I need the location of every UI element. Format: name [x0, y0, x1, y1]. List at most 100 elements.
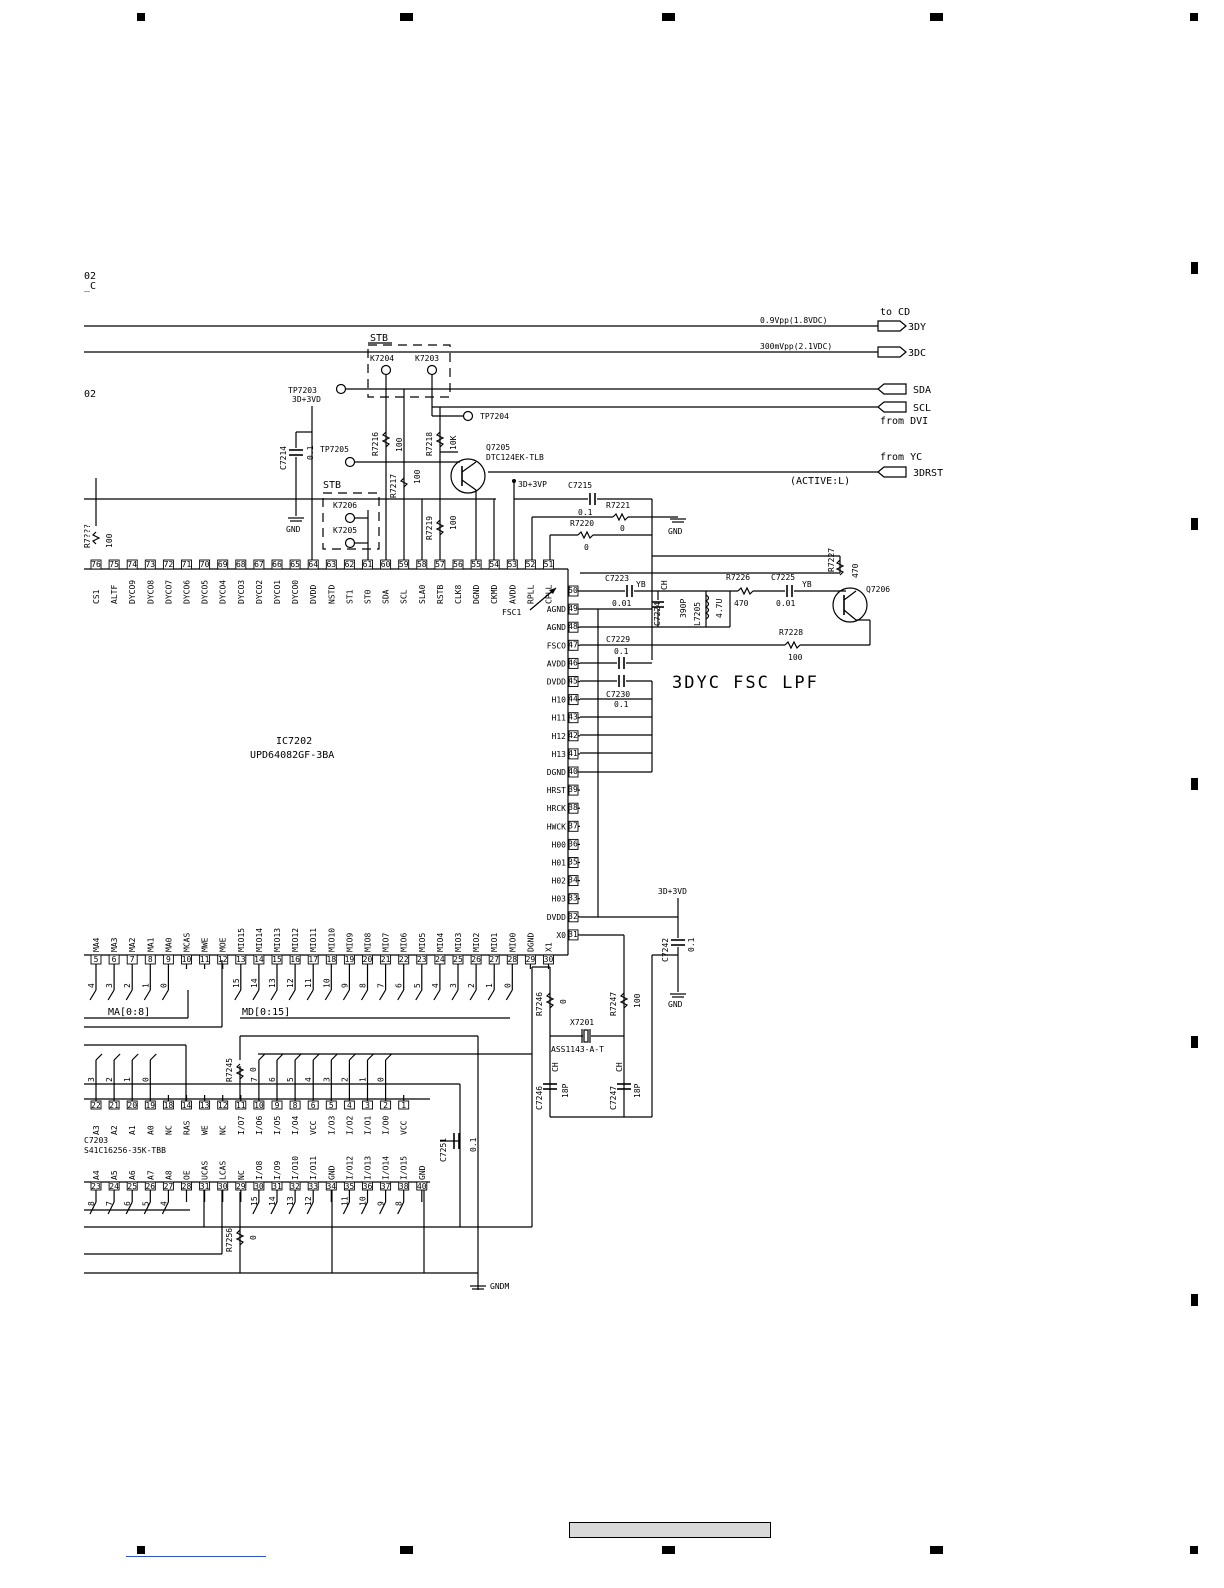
- ic7202-pin-name: DYCO3: [237, 580, 246, 604]
- ic7202-pin-name: HWCK: [547, 822, 566, 831]
- c7203-pin-name: I/O10: [291, 1156, 300, 1180]
- ic7202-pin-72: [162, 559, 174, 570]
- c7203-pin-name: I/O8: [255, 1161, 264, 1180]
- ic7202-pin-62: [343, 559, 355, 570]
- ic7202-pin-35: [568, 857, 579, 868]
- c7203-pin-name: I/O3: [327, 1116, 336, 1135]
- c7203-pin-number: 22: [91, 1101, 101, 1110]
- c7203-pin-number: 29: [236, 1182, 246, 1191]
- c7203-pin-name: RAS: [183, 1120, 192, 1135]
- ic7202-pin-number: 17: [308, 955, 318, 964]
- ic7202-pin-45: [568, 676, 579, 687]
- ic7202-pin-number: 72: [164, 560, 174, 569]
- ic7202-pin-number: 6: [112, 955, 117, 964]
- bus-bit-label: 7: [377, 983, 386, 988]
- ic7202-pin-36: [568, 838, 579, 850]
- ic7202-pin-name: MOE: [219, 937, 228, 952]
- ic7202-pin-name: MA0: [164, 937, 173, 952]
- ic7202-pin-12: [217, 954, 229, 965]
- r7246-ref: R7246: [535, 992, 544, 1016]
- ic7202-pin-name: AGND: [547, 605, 566, 614]
- ic7202-pin-58: [416, 559, 428, 570]
- c7203-pin-number: 40: [417, 1182, 427, 1191]
- port-sda: SDA: [913, 385, 931, 396]
- corner-label-b: _C: [84, 281, 96, 292]
- ic7202-right-pins: 5049AGND48AGND47FSCO46AVDD45DVDD44H1043H…: [547, 585, 580, 941]
- bus-bit-label: 15: [232, 978, 241, 988]
- ic7202-pin-name: RPLL: [526, 585, 535, 604]
- footer-link-line[interactable]: [126, 1556, 266, 1557]
- ic7202-body: [84, 568, 569, 956]
- mem-bit-label: 4: [159, 1201, 168, 1206]
- k7204-pad: [380, 364, 392, 376]
- c7246-type: CH: [551, 1062, 560, 1072]
- ic7202-pin-number: 70: [200, 560, 210, 569]
- corner-label-a: 02: [84, 271, 96, 282]
- ic7202-pin-number: 73: [145, 560, 155, 569]
- k7203-label: K7203: [415, 354, 439, 363]
- r7256-value: 0: [249, 1235, 258, 1240]
- ic7202-pin-76: [90, 559, 102, 570]
- c7203-pin-10: [253, 1100, 265, 1110]
- ic7202-pin-name: ST0: [364, 589, 373, 604]
- c7203-pin-name: I/O12: [345, 1156, 354, 1180]
- ic7202-pin-number: 22: [399, 955, 409, 964]
- stb-box-bottom: [322, 492, 380, 550]
- c7203-pin-name: VCC: [309, 1120, 318, 1135]
- ic7202-pin-30: [543, 954, 554, 965]
- dc-level: 300mVpp(2.1VDC): [760, 342, 832, 351]
- ic7202-pin-number: 55: [471, 560, 481, 569]
- ic7202-pin-name: MIO2: [472, 933, 481, 952]
- c7223-ref: C7223: [605, 574, 629, 583]
- ic7202-pin-name: MIO6: [400, 933, 409, 952]
- c7224-type: CH: [660, 580, 669, 590]
- ic7202-pin-54: [488, 559, 500, 570]
- c7203-pin-name: VCC: [400, 1120, 409, 1135]
- c7203-pin-19: [144, 1100, 156, 1110]
- r7220-value: 0: [584, 543, 589, 552]
- ic7202-pin-37: [568, 820, 579, 832]
- ic7202-pin-number: 9: [166, 955, 171, 964]
- ic7202-pin-73: [144, 559, 156, 570]
- ic7202-pin-number: 19: [345, 955, 355, 964]
- c7247-type: CH: [615, 1062, 624, 1072]
- ic7202-pin-number: 11: [200, 955, 210, 964]
- c7203-pin-number: 33: [308, 1182, 318, 1191]
- c7203-pin-number: 32: [290, 1182, 300, 1191]
- mem-bit-label: 1: [359, 1077, 368, 1082]
- dy-level: 0.9Vpp(1.8VDC): [760, 316, 827, 325]
- ic7202-pin-number: 40: [568, 767, 578, 776]
- ic7202-pin-69: [217, 559, 229, 570]
- c7242-value: 0.1: [687, 937, 696, 952]
- c7229-ref: C7229: [606, 635, 630, 644]
- ic7202-pin-20: [362, 954, 373, 965]
- c7203-pin-9: [271, 1100, 283, 1110]
- c7203-pin-2: [380, 1100, 392, 1110]
- c7215-value: 0.1: [578, 508, 593, 517]
- c7203-pin-number: 9: [275, 1101, 280, 1110]
- k7206-label: K7206: [333, 501, 357, 510]
- ic7202-pin-9: [162, 954, 174, 965]
- c7203-pin-name: NC: [164, 1125, 173, 1135]
- ic7202-pin-name: DYCO4: [219, 580, 228, 604]
- ic7202-pin-name: ALTF: [110, 585, 119, 604]
- c7203-pin-number: 13: [200, 1101, 210, 1110]
- c7247-value: 18P: [633, 1083, 642, 1098]
- ic7202-pin-33: [568, 893, 579, 905]
- ic7202-pin-number: 67: [254, 560, 264, 569]
- c7203-top-pins: 22A321A220A119A018NC14RAS13WE12NC11I/O71…: [90, 1095, 410, 1135]
- ic7202-pin-number: 68: [236, 560, 246, 569]
- ic7202-pin-number: 7: [130, 955, 135, 964]
- ic7202-pin-29: [524, 954, 536, 965]
- mem-bit-label: 10: [359, 1196, 368, 1206]
- ic7202-pin-name: MIO5: [418, 933, 427, 952]
- mem-bit-label: 12: [304, 1196, 313, 1206]
- mem-bit-label: 6: [123, 1201, 132, 1206]
- c7203-pin-21: [108, 1100, 120, 1110]
- bus-bit-label: 5: [413, 983, 422, 988]
- ic7202-pin-number: 25: [453, 955, 463, 964]
- ic7202-pin-21: [380, 954, 392, 965]
- tp7203-pad: [335, 383, 347, 395]
